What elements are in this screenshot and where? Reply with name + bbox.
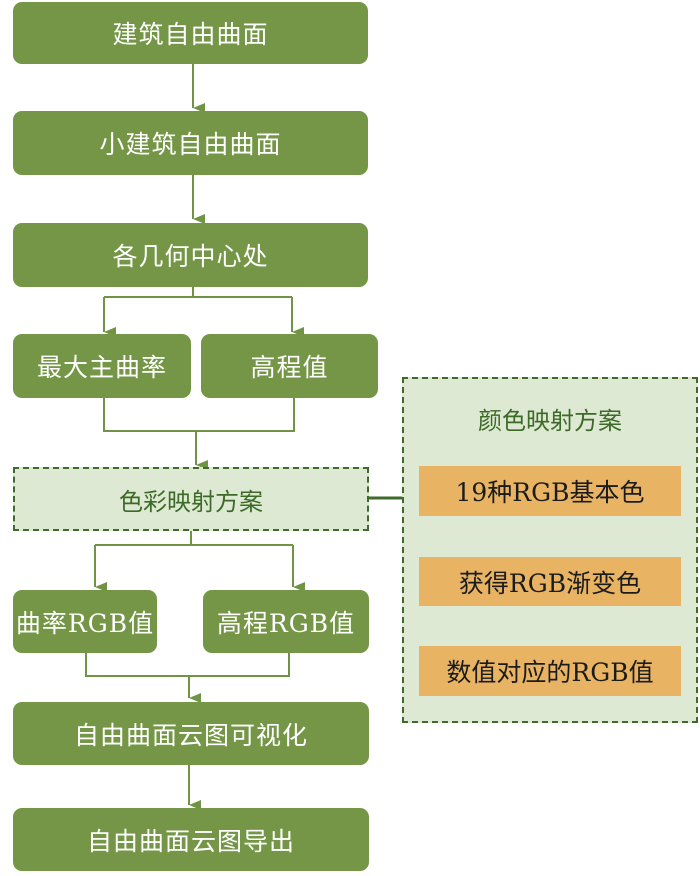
step-label: 建筑自由曲面	[112, 20, 269, 49]
step-small-building-freeform: 小建筑自由曲面	[13, 111, 368, 175]
step-building-freeform: 建筑自由曲面	[13, 2, 368, 64]
step-label: 自由曲面云图导出	[86, 826, 295, 856]
step-max-principal-curvature: 最大主曲率	[13, 334, 191, 398]
panel-step-label: 19种RGB基本色	[455, 478, 645, 507]
step-label: 自由曲面云图可视化	[73, 720, 308, 750]
step-label: 高程值	[250, 353, 329, 382]
split-mapping	[95, 530, 293, 546]
panel-step-label: 数值对应的RGB值	[446, 658, 654, 687]
step-label: 曲率RGB值	[15, 608, 155, 638]
step-label: 各几何中心处	[112, 242, 269, 271]
panel-step-basic-colors: 19种RGB基本色	[419, 466, 681, 516]
step-elevation-value: 高程值	[201, 334, 378, 398]
split-step3	[104, 287, 292, 298]
panel-step-gradient: 获得RGB渐变色	[419, 557, 681, 606]
step-cloud-export: 自由曲面云图导出	[13, 808, 369, 871]
step-label: 最大主曲率	[36, 353, 167, 382]
step-label: 小建筑自由曲面	[99, 130, 282, 159]
merge-to-visualize	[85, 652, 290, 677]
panel-step-value-rgb: 数值对应的RGB值	[419, 646, 681, 696]
step-cloud-visualization: 自由曲面云图可视化	[13, 702, 369, 765]
panel-step-label: 获得RGB渐变色	[458, 568, 642, 598]
step-curvature-rgb: 曲率RGB值	[13, 590, 157, 653]
step-label: 高程RGB值	[216, 608, 356, 638]
step-geometric-centers: 各几何中心处	[13, 223, 368, 287]
color-mapping-scheme: 色彩映射方案	[13, 467, 369, 531]
merge-to-mapping	[103, 398, 295, 432]
side-panel-title: 颜色映射方案	[478, 407, 622, 435]
mapping-label: 色彩映射方案	[119, 487, 263, 516]
step-elevation-rgb: 高程RGB值	[203, 590, 369, 653]
